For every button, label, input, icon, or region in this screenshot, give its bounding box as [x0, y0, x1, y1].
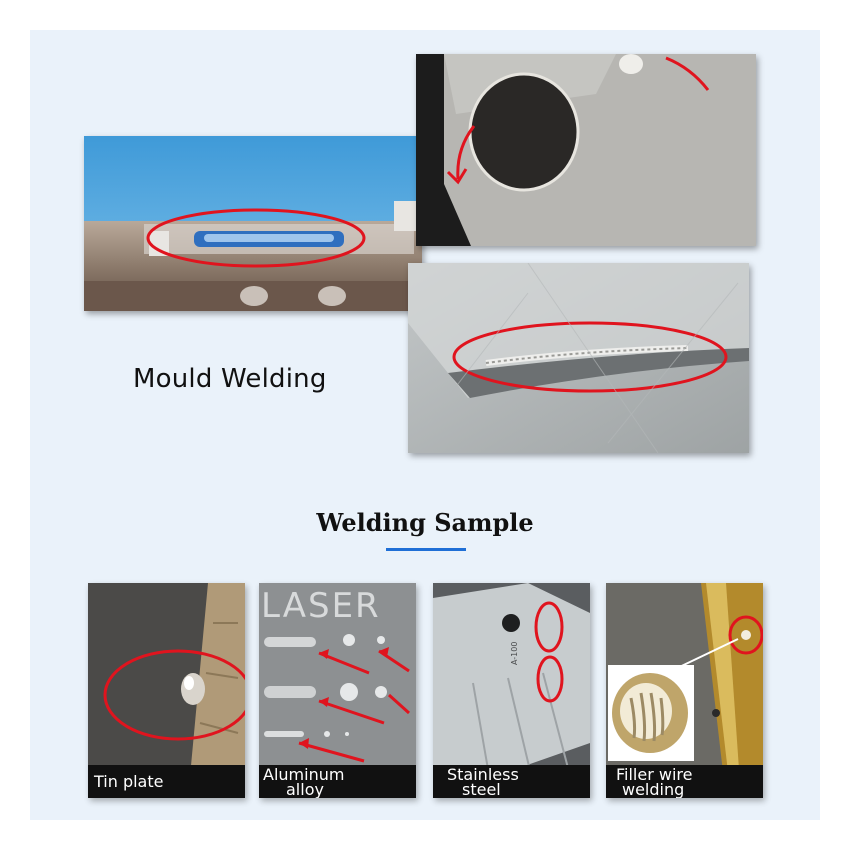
caption-line: welding — [622, 780, 685, 798]
section-title: Welding Sample — [316, 508, 534, 537]
title-underline — [386, 548, 466, 551]
sample-caption: Filler wire welding — [606, 765, 763, 798]
sample-caption: Stainless steel — [433, 765, 590, 798]
sample-card-stainless-steel: A-100 Stainless steel — [433, 583, 590, 798]
sample-caption: Tin plate — [88, 765, 245, 798]
sample-card-tin-plate: Tin plate — [88, 583, 245, 798]
caption-line: alloy — [286, 780, 324, 798]
sample-card-aluminum-alloy: LASER Aluminum alloy — [259, 583, 416, 798]
mould-weld-photo-edge — [408, 263, 749, 453]
caption-line: steel — [462, 780, 501, 798]
sample-caption: Aluminum alloy — [259, 765, 416, 798]
sample-card-filler-wire: Filler wire welding — [606, 583, 763, 798]
blade-stamp-text: A-100 — [510, 642, 519, 665]
caption-line: Stainless — [447, 765, 519, 784]
mould-weld-photo-hole — [416, 54, 756, 246]
caption-line: Tin plate — [94, 772, 164, 791]
caption-line: Aluminum — [263, 765, 345, 784]
laser-stamp-text: LASER — [261, 586, 381, 626]
mould-welding-label: Mould Welding — [133, 364, 327, 394]
caption-line: Filler wire — [616, 765, 693, 784]
mould-weld-photo-seam — [84, 136, 422, 311]
